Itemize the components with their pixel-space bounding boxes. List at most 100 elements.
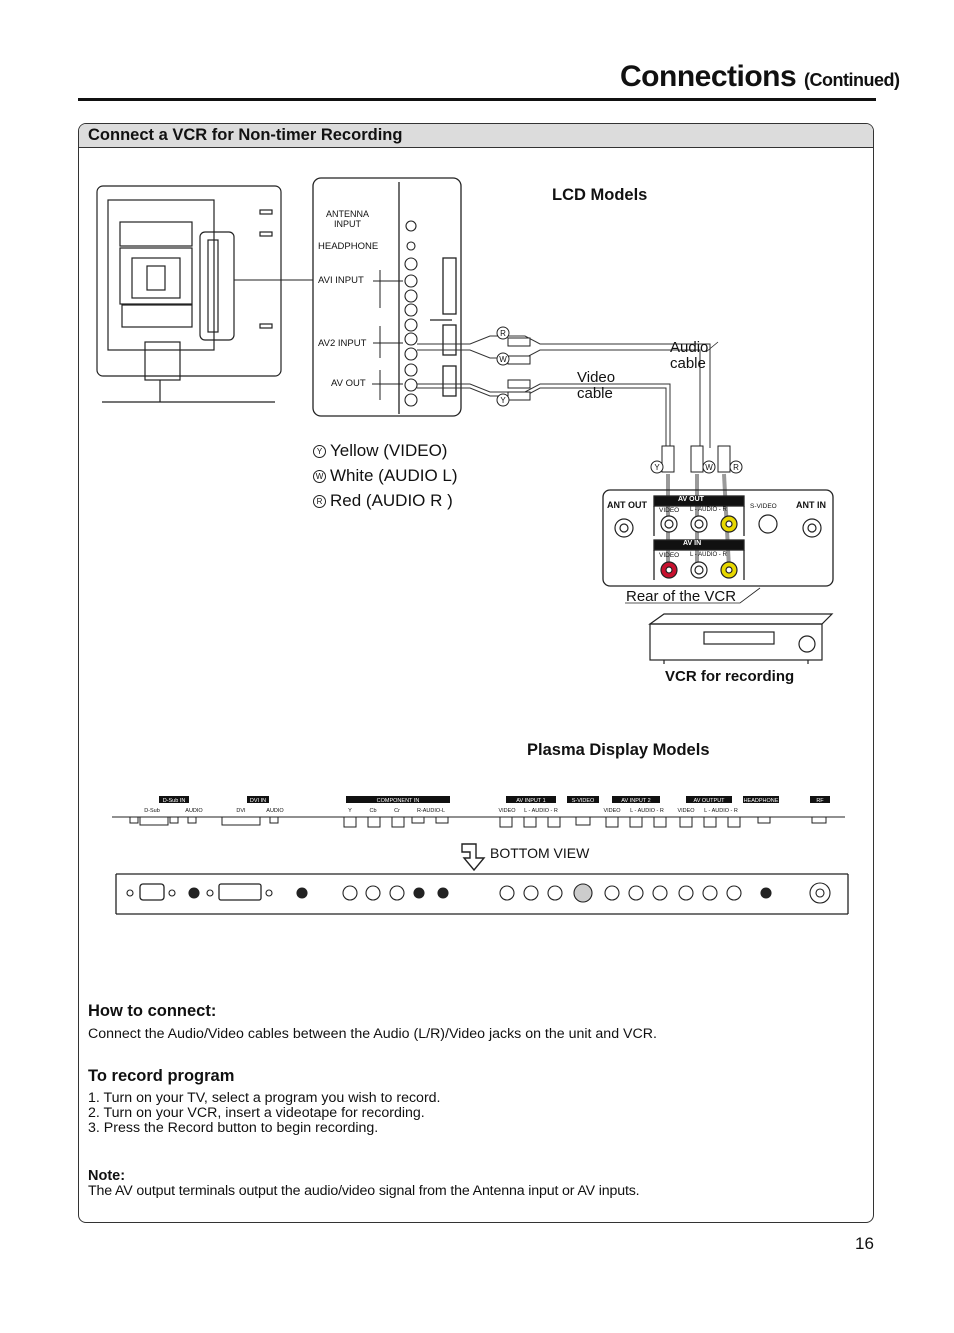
plug-letter-r: R — [500, 329, 506, 338]
vcr-caption: VCR for recording — [665, 668, 795, 685]
svg-text:VIDEO: VIDEO — [498, 808, 516, 814]
video-cable-l1: Video — [577, 369, 616, 386]
legend-text-red: Red (AUDIO R ) — [330, 491, 453, 510]
antenna-line-1: ANTENNA — [326, 209, 370, 219]
vcr-svideo-label: S-VIDEO — [750, 503, 777, 510]
lcd-tv-rear-illustration — [96, 185, 282, 403]
antenna-line-2: INPUT — [334, 219, 361, 229]
record-step-3: 3. Press the Record button to begin reco… — [88, 1120, 379, 1136]
group-dvi-in: DVI IN — [250, 798, 266, 804]
record-step-2: 2. Turn on your VCR, insert a videotape … — [88, 1105, 425, 1121]
svg-text:R-AUDIO-L: R-AUDIO-L — [417, 808, 445, 814]
title-subtitle: (Continued) — [804, 70, 900, 90]
vcr-av-out-label: AV OUT — [678, 496, 704, 503]
lcd-models-heading: LCD Models — [552, 186, 648, 204]
group-av-output: AV OUTPUT — [693, 798, 725, 804]
note-heading: Note: — [88, 1168, 126, 1184]
svg-text:AUDIO: AUDIO — [185, 808, 203, 814]
vcr-audio-out-label: L - AUDIO - R — [690, 507, 727, 513]
page-number: 16 — [855, 1234, 874, 1253]
vcr-plug-letter-r: R — [733, 463, 739, 472]
record-step-1: 1. Turn on your TV, select a program you… — [88, 1090, 441, 1106]
svg-text:L - AUDIO - R: L - AUDIO - R — [704, 808, 738, 814]
group-s-video: S-VIDEO — [572, 798, 595, 804]
group-dsub-in: D-Sub IN — [163, 798, 186, 804]
svg-text:Cr: Cr — [394, 808, 400, 814]
rear-of-vcr-label: Rear of the VCR — [626, 588, 737, 605]
svg-text:L - AUDIO - R: L - AUDIO - R — [524, 808, 558, 814]
vcr-plug-letter-r-icon — [729, 460, 743, 474]
plasma-heading: Plasma Display Models — [527, 741, 710, 759]
lcd-panel-jacks — [404, 220, 418, 407]
how-to-connect-text: Connect the Audio/Video cables between t… — [88, 1026, 657, 1042]
legend-item-white: W White (AUDIO L) — [313, 463, 458, 488]
svg-text:DVI: DVI — [236, 808, 246, 814]
section-box — [78, 123, 874, 1223]
panel-label-av2: AV2 INPUT — [318, 338, 367, 349]
panel-label-av1: AVI INPUT — [318, 275, 364, 286]
record-program-heading: To record program — [88, 1067, 235, 1085]
svg-text:AUDIO: AUDIO — [266, 808, 284, 814]
group-rf: RF — [816, 798, 824, 804]
title-text: Connections — [620, 60, 797, 93]
vcr-rear-panel — [602, 489, 834, 587]
bottom-view-arrow-icon — [461, 843, 486, 872]
panel-label-antenna: ANTENNA INPUT — [326, 209, 369, 229]
group-headphone: HEADPHONE — [744, 798, 779, 804]
panel-label-headphone: HEADPHONE — [318, 241, 379, 252]
legend-text-white: White (AUDIO L) — [330, 466, 458, 485]
vcr-front-illustration — [648, 613, 834, 664]
vcr-plug-letter-y-icon — [650, 460, 664, 474]
group-av-input-2: AV INPUT 2 — [621, 798, 650, 804]
page-title: Connections (Continued) — [620, 60, 900, 94]
vcr-video-in-label: VIDEO — [659, 552, 680, 559]
plasma-bottom-panel — [115, 873, 849, 915]
lcd-side-panel — [312, 177, 462, 417]
group-component-in: COMPONENT IN — [377, 798, 420, 804]
audio-cable-l2: cable — [670, 355, 706, 372]
plasma-group-labels — [159, 796, 830, 803]
svg-text:D-Sub: D-Sub — [144, 808, 160, 814]
group-av-input-1: AV INPUT 1 — [516, 798, 545, 804]
plug-letter-y: Y — [500, 396, 506, 405]
section-header-bar — [79, 124, 873, 148]
vcr-ant-out-label: ANT OUT — [607, 500, 647, 510]
plasma-sublabels: D-Sub AUDIO DVI AUDIO Y Cb Cr R-AUDIO-L … — [144, 808, 738, 814]
audio-cable-label: Audio cable — [670, 340, 708, 372]
video-cable-l2: cable — [577, 385, 613, 402]
vcr-audio-in-label: L - AUDIO - R — [690, 552, 727, 558]
svg-text:Cb: Cb — [369, 808, 376, 814]
section-title: Connect a VCR for Non-timer Recording — [88, 126, 403, 144]
plug-letter-w: W — [499, 355, 507, 364]
vcr-ant-in-label: ANT IN — [796, 500, 826, 510]
vcr-jacks — [614, 514, 822, 579]
vcr-plug-letter-w-icon — [702, 460, 716, 474]
rca-plugs-vcr — [661, 445, 731, 473]
svg-text:VIDEO: VIDEO — [677, 808, 695, 814]
svg-text:Y: Y — [348, 808, 352, 814]
legend-text-yellow: Yellow (VIDEO) — [330, 441, 448, 460]
record-steps: 1. Turn on your TV, select a program you… — [88, 1091, 441, 1136]
rca-plugs-left — [507, 337, 531, 401]
plug-letter-icons — [496, 326, 510, 407]
connection-diagram: R W Y Y W R — [96, 177, 849, 915]
audio-cable-l1: Audio — [670, 339, 709, 356]
plasma-jacks — [126, 882, 831, 904]
svg-text:VIDEO: VIDEO — [603, 808, 621, 814]
legend-letter-r-icon: R — [313, 495, 326, 509]
legend-item-red: R Red (AUDIO R ) — [313, 488, 458, 513]
bottom-view-label: BOTTOM VIEW — [490, 845, 590, 861]
panel-label-avout: AV OUT — [331, 378, 366, 389]
vcr-video-out-label: VIDEO — [659, 507, 680, 514]
vcr-plug-letter-y: Y — [654, 463, 660, 472]
title-rule — [78, 98, 876, 101]
video-cable-label: Video cable — [577, 370, 615, 402]
plasma-top-strip — [112, 816, 845, 828]
note-text: The AV output terminals output the audio… — [88, 1183, 640, 1199]
vcr-plug-letter-w: W — [705, 463, 713, 472]
svg-text:L - AUDIO - R: L - AUDIO - R — [630, 808, 664, 814]
vcr-av-in-label: AV IN — [683, 540, 702, 547]
legend-letter-w-icon: W — [313, 470, 326, 484]
